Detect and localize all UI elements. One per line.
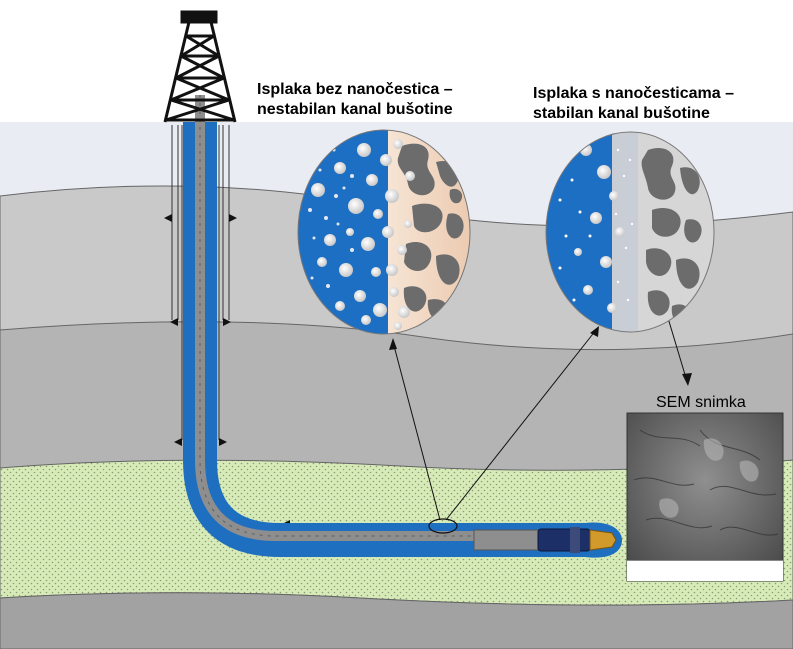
stable-title-line2: stabilan kanal bušotine [533, 105, 710, 122]
zoom-region-marker [428, 518, 458, 534]
bha-stabilizer [570, 527, 580, 553]
unstable-magnifier-rim [297, 129, 471, 335]
bha-tool [537, 528, 591, 552]
left-callout-arrowhead [389, 338, 397, 350]
drilling-derrick [163, 10, 237, 123]
stable-wellbore-title: Isplaka s nanočesticama – stabilan kanal… [533, 84, 734, 124]
sem-caption: SEM snimka [656, 394, 746, 411]
drill-collar [473, 529, 541, 551]
drill-string-edge [199, 95, 476, 537]
stable-title-line1: Isplaka s nanočesticama – [533, 85, 734, 102]
sem-info-bar [627, 560, 783, 581]
unstable-title-line1: Isplaka bez nanočestica – [257, 81, 453, 98]
right-callout-arrowhead [590, 326, 599, 337]
callout-lines [392, 329, 597, 521]
unstable-wellbore-title: Isplaka bez nanočestica – nestabilan kan… [257, 80, 453, 120]
well-casing [171, 125, 230, 440]
stable-magnifier-rim [545, 131, 715, 333]
sem-pointer-arrowhead [682, 373, 692, 386]
sem-micrograph [626, 412, 784, 582]
sem-micrograph-texture [633, 429, 779, 536]
sem-pointer-line [667, 317, 687, 379]
unstable-title-line2: nestabilan kanal bušotine [257, 101, 453, 118]
rock-layer-lower [0, 592, 793, 649]
drill-bit [589, 529, 617, 551]
sem-micrograph-highlights [659, 438, 759, 518]
